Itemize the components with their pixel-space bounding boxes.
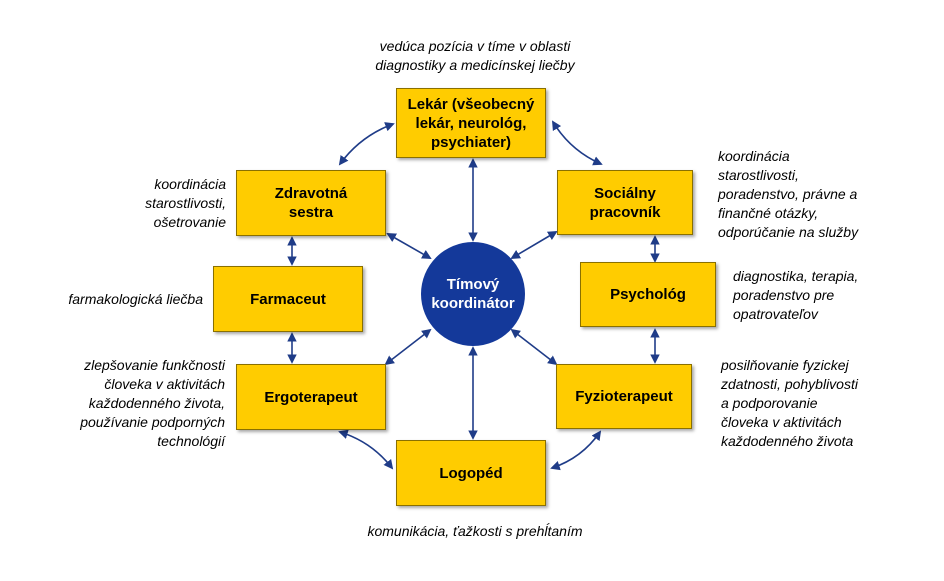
role-box-psycholog: Psychológ <box>580 262 716 327</box>
role-label-lekar: Lekár (všeobecný lekár, neurológ, psychi… <box>407 95 535 151</box>
role-note-socialny-pracovnik: koordinácia starostlivosti, poradenstvo,… <box>718 148 859 240</box>
role-note-fyzioterapeut: posilňovanie fyzickej zdatnosti, pohybli… <box>721 357 858 449</box>
role-note-zdravotna-sestra: koordinácia starostlivosti, ošetrovanie <box>145 176 226 230</box>
role-note-logoped: komunikácia, ťažkosti s prehĺtaním <box>367 523 583 539</box>
role-label-fyzioterapeut: Fyzioterapeut <box>575 388 673 405</box>
role-label-ergoterapeut: Ergoterapeut <box>264 388 358 406</box>
arrow-sestra-lekar <box>338 122 395 166</box>
arrow-fyzioterapeut-logoped <box>550 430 602 471</box>
arrow-coordinator-sestra <box>386 233 432 259</box>
role-note-farmaceut: farmakologická liečba <box>68 291 203 307</box>
role-label-socialny-pracovnik: Sociálny pracovník <box>589 184 661 221</box>
arrow-coordinator-ergoterapeut <box>384 328 432 366</box>
role-box-socialny-pracovnik: Sociálny pracovník <box>557 170 693 235</box>
role-box-lekar: Lekár (všeobecný lekár, neurológ, psychi… <box>396 88 546 158</box>
arrow-coordinator-fyzioterapeut <box>510 328 558 366</box>
role-note-psycholog: diagnostika, terapia, poradenstvo pre op… <box>733 268 859 322</box>
role-note-lekar: vedúca pozícia v tíme v oblasti diagnost… <box>375 38 575 73</box>
team-coordinator-node: Tímový koordinátor <box>421 242 525 346</box>
role-label-logoped: Logopéd <box>439 464 503 482</box>
arrow-logoped-ergoterapeut <box>338 429 394 470</box>
role-note-ergoterapeut: zlepšovanie funkčnosti človeka v aktivit… <box>80 357 225 449</box>
arrow-lekar-socialny <box>551 120 603 166</box>
role-box-ergoterapeut: Ergoterapeut <box>236 364 386 430</box>
role-label-psycholog: Psychológ <box>610 286 686 303</box>
role-label-farmaceut: Farmaceut <box>250 290 326 308</box>
role-box-logoped: Logopéd <box>396 440 546 506</box>
role-box-fyzioterapeut: Fyzioterapeut <box>556 364 692 429</box>
arrow-coordinator-socialny <box>510 231 558 259</box>
role-box-farmaceut: Farmaceut <box>213 266 363 332</box>
team-coordinator-label: Tímový koordinátor <box>431 276 515 312</box>
role-box-zdravotna-sestra: Zdravotná sestra <box>236 170 386 236</box>
role-label-zdravotna-sestra: Zdravotná sestra <box>274 185 348 221</box>
